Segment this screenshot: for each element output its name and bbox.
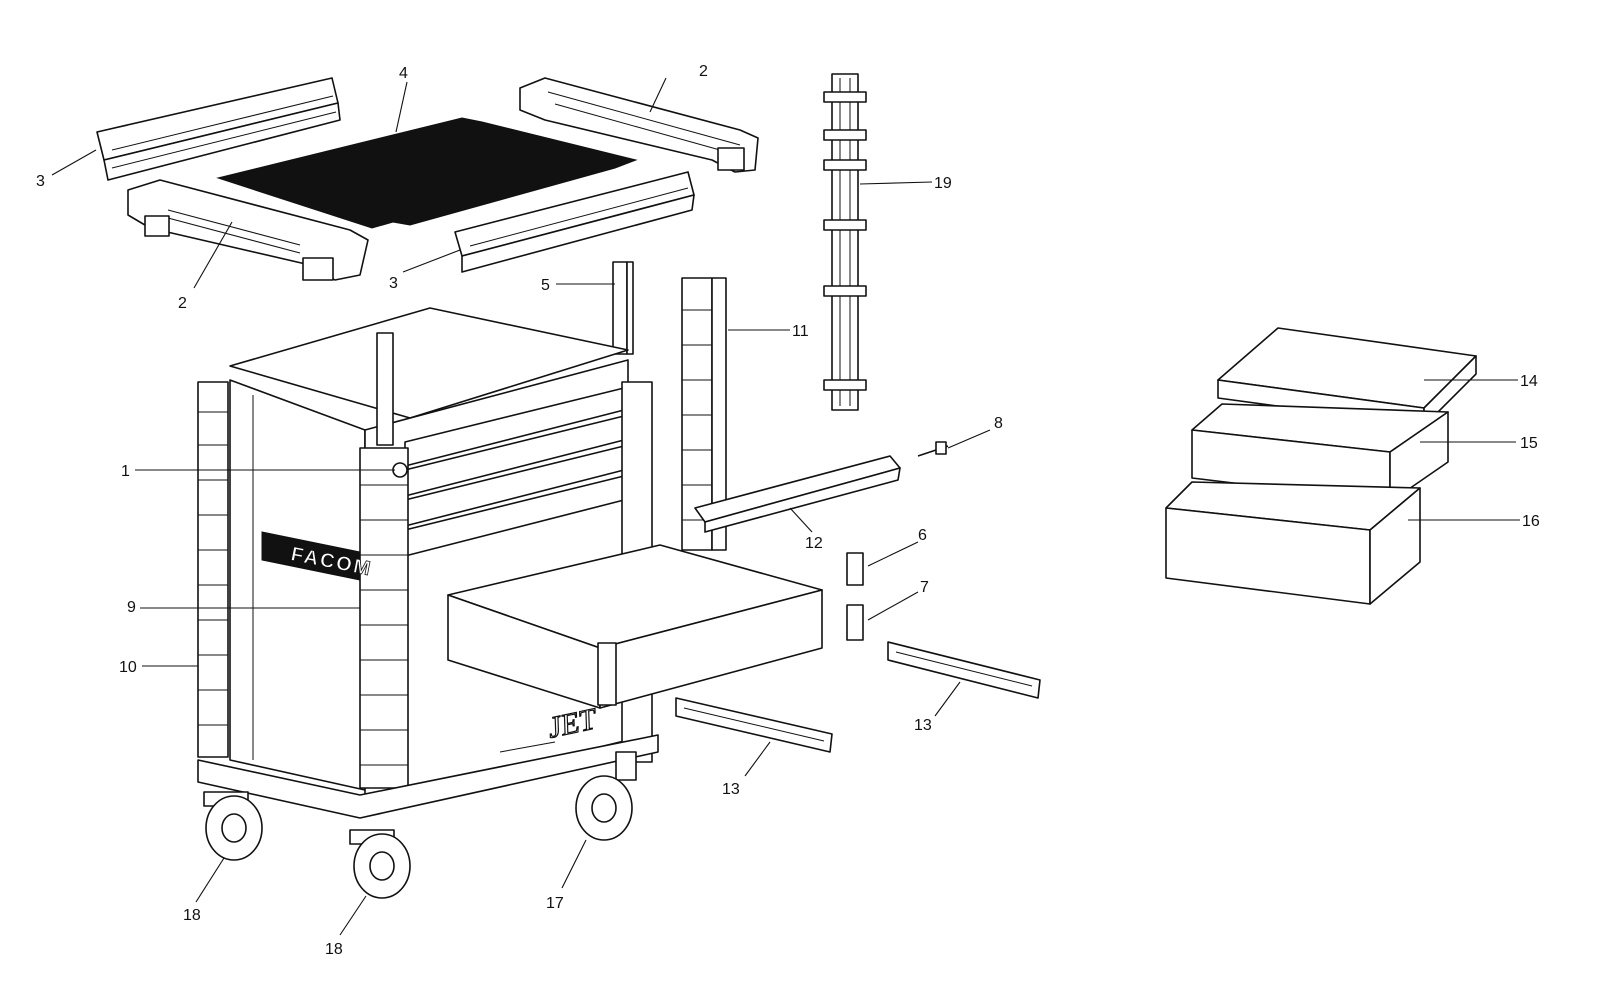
part-4-mat — [216, 117, 638, 229]
leader-lines — [51, 77, 1520, 936]
open-drawer — [447, 544, 823, 709]
callout-17: 17 — [546, 895, 564, 912]
part-13-slide-rail-left — [675, 697, 833, 753]
part-5-bracket — [612, 261, 634, 355]
part-3-rail-left — [96, 77, 341, 181]
callout-13-right: 13 — [914, 717, 932, 734]
callout-10: 10 — [119, 659, 137, 676]
callout-9: 9 — [127, 599, 136, 616]
callout-11: 11 — [792, 323, 809, 340]
callout-1: 1 — [121, 463, 130, 480]
callout-18-front: 18 — [325, 941, 343, 958]
callout-12: 12 — [805, 535, 823, 552]
facom-logo: FACOM — [261, 531, 374, 581]
callout-3-left: 3 — [36, 173, 45, 190]
part-2-handle-right — [519, 77, 759, 173]
part-2-handle-left — [127, 179, 369, 281]
callout-15: 15 — [1520, 435, 1538, 452]
callout-3-center: 3 — [389, 275, 398, 292]
part-18-caster-front — [349, 829, 411, 899]
callout-18-left: 18 — [183, 907, 201, 924]
part-16-drawer-deep — [1165, 481, 1421, 605]
callout-8: 8 — [994, 415, 1003, 432]
part-17-caster-rear — [575, 751, 637, 841]
callout-2-bottom: 2 — [178, 295, 187, 312]
callout-4: 4 — [399, 65, 408, 82]
part-13-slide-rail-right — [887, 641, 1041, 699]
callout-2-top: 2 — [699, 63, 708, 80]
callout-7: 7 — [920, 579, 929, 596]
callout-16: 16 — [1522, 513, 1540, 530]
part-3-rail-center — [454, 171, 695, 273]
callout-labels: 1 2 2 3 3 4 5 6 7 8 9 10 11 12 13 13 14 … — [36, 63, 1540, 958]
callout-6: 6 — [918, 527, 927, 544]
part-19-vertical-rail — [823, 73, 867, 411]
part-8-pin — [917, 441, 949, 457]
callout-19: 19 — [934, 175, 952, 192]
part-7-clip — [846, 604, 864, 641]
part-6-clip — [846, 552, 864, 586]
part-12-crossbar — [694, 455, 901, 533]
callout-14: 14 — [1520, 373, 1538, 390]
callout-5: 5 — [541, 277, 550, 294]
callout-13-left: 13 — [722, 781, 740, 798]
part-18-caster-left — [203, 791, 263, 861]
